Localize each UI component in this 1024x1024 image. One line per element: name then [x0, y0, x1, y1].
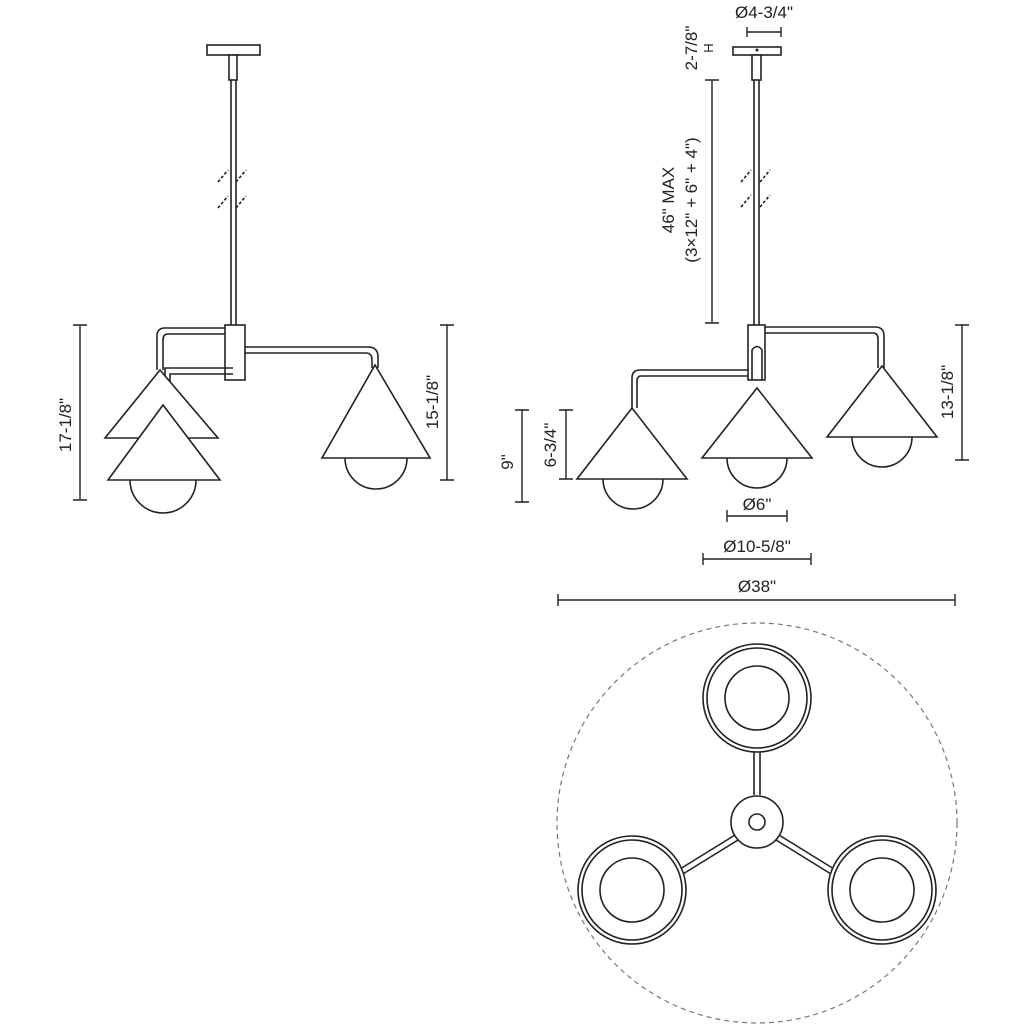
dimension-canopy-height: 2-7/8" H: [682, 26, 716, 71]
svg-text:9": 9": [498, 454, 517, 470]
svg-text:13-1/8": 13-1/8": [938, 365, 957, 419]
svg-text:Ø38": Ø38": [738, 577, 776, 596]
shade-left: [575, 406, 689, 480]
svg-text:H: H: [701, 43, 716, 52]
svg-text:15-1/8": 15-1/8": [423, 375, 442, 429]
dimension-arm-height: 15-1/8": [423, 324, 454, 481]
svg-text:2-7/8": 2-7/8": [682, 26, 701, 71]
svg-text:Ø6": Ø6": [743, 495, 772, 514]
svg-text:17-1/8": 17-1/8": [56, 398, 75, 452]
shade-right: [320, 363, 432, 459]
shade-right: [825, 364, 939, 438]
shade-top: [702, 643, 812, 753]
dimension-shade-height: 6-3/4": [541, 409, 573, 480]
svg-text:(3×12" + 6" + 4"): (3×12" + 6" + 4"): [682, 137, 701, 262]
stem-break-mark: [740, 169, 771, 208]
arm-right: [245, 346, 379, 368]
stem-break-mark: [217, 169, 247, 209]
svg-text:6-3/4": 6-3/4": [541, 423, 560, 468]
dimension-bulb-diameter: Ø6": [726, 495, 788, 522]
arm-left: [631, 369, 750, 408]
left-side-view: 17-1/8" 15-1/8": [56, 44, 454, 514]
svg-text:Ø4-3/4": Ø4-3/4": [735, 3, 793, 22]
svg-text:Ø10-5/8": Ø10-5/8": [723, 537, 790, 556]
svg-text:46" MAX: 46" MAX: [659, 167, 678, 234]
body: [224, 324, 246, 381]
arm-right: [765, 326, 885, 368]
overall-diameter-circle: [556, 622, 958, 1024]
dimension-shade-bulb-height: 9": [498, 409, 529, 503]
shade-bottom-right: [827, 835, 937, 945]
plan-view: [556, 622, 958, 1024]
bulb: [344, 457, 408, 490]
shade-bottom-left: [577, 835, 687, 945]
dimension-body-height: 13-1/8": [938, 324, 969, 461]
shade-middle: [700, 386, 814, 459]
canopy-fitting: [228, 54, 238, 81]
shade-front: [106, 403, 222, 481]
dimension-overall-height: 17-1/8": [56, 324, 87, 501]
dimension-shade-diameter: Ø10-5/8": [702, 537, 812, 565]
dimension-canopy-diameter: Ø4-3/4": [735, 3, 793, 37]
right-side-view: Ø4-3/4" 2-7/8" H 46" MAX (3×12" + 6" + 4…: [498, 3, 969, 606]
dimension-max-length: 46" MAX (3×12" + 6" + 4"): [659, 79, 719, 324]
canopy: [206, 44, 261, 56]
arm-back: [156, 327, 225, 370]
dimension-overall-diameter: Ø38": [557, 577, 956, 606]
